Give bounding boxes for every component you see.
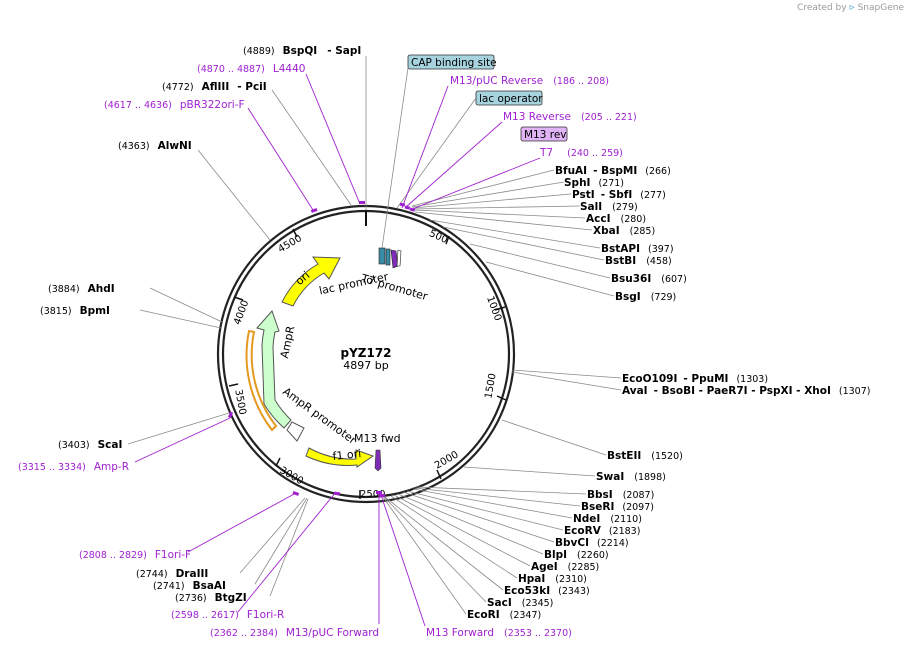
site-ndei: NdeI(2110) [573,513,642,525]
site-bsu36i: Bsu36I(607) [611,273,687,285]
site-ecorv: EcoRV(2183) [564,525,640,537]
site-bseri: BseRI(2097) [581,501,654,513]
primer-m13-puc-reverse: M13/pUC Reverse(186 .. 208) [450,75,609,87]
site-leader-lines [127,56,622,615]
primer-f1ori-r: (2598 .. 2617)F1ori-R [171,609,284,621]
ampr-promoter-arrow [286,421,305,442]
credit-prefix: Created by [797,2,847,13]
t7-promoter-label: T7 promoter [359,271,430,303]
ori-arrow [281,256,341,307]
site-bsteii: BstEII(1520) [607,450,683,462]
site-hpai: HpaI(2310) [518,573,587,585]
site-bstapi: BstAPI(397) [601,243,674,255]
site-bfuai: BfuAI- BspMI(266) [555,165,671,177]
site-ecori: EcoRI(2347) [467,609,541,621]
site-agei: AgeI(2285) [531,561,599,573]
primer-m13-forward: M13 Forward(2353 .. 2370) [426,627,572,639]
site-bsgi: BsgI(729) [615,291,676,303]
cap-binding-site-box [407,54,495,70]
tick-label-4000: 4000 [232,299,251,327]
site-ecoo109i: EcoO109I- PpuMI(1303) [622,373,768,385]
lac-operator-label: lac operator [479,93,543,105]
site-bbvci: BbvCI(2214) [555,537,629,549]
site-bspqi: (4889)BspQI- SapI [243,45,361,57]
cap-binding-site-label: CAP binding site [411,57,497,69]
m13-fwd-label: M13 fwd [354,432,401,445]
site-afliii: (4772)AflIII- PciI [162,81,267,93]
site-bstbi: BstBI(458) [605,255,672,267]
site-psti: PstI- SbfI(277) [572,189,666,201]
plasmid-size: 4897 bp [343,359,388,372]
site-draiii: (2744)DraIII [136,568,208,580]
ampr-label: AmpR [278,324,298,359]
primer-l4440: (4870 .. 4887)L4440 [197,63,305,75]
site-scai: (3403)ScaI [58,439,122,451]
tick-label-2000: 2000 [433,449,461,471]
site-sphi: SphI(271) [564,177,624,189]
tick-label-500: 500 [427,228,449,246]
primer-f1ori-f: (2808 .. 2829)F1ori-F [79,549,191,561]
tick-label-2500: 2500 [360,489,385,500]
cap-site-marker [378,247,386,265]
t7-promoter-marker [396,249,402,267]
site-eco53ki: Eco53kI(2343) [504,585,590,597]
f1-ori-arrow [305,447,375,468]
m13-rev-label: M13 rev [524,129,567,141]
tick-label-3000: 3000 [278,465,306,487]
m13-rev-box [520,126,568,142]
site-acci: AccI(280) [586,213,646,225]
site-alwni: (4363)AlwNI [118,140,192,152]
site-saci: SacI(2345) [487,597,553,609]
site-bbsi: BbsI(2087) [587,489,654,501]
lac-operator-marker [385,248,391,266]
primer-leader-lines [134,73,541,627]
created-by-credit: Created by ▹ SnapGene [797,2,904,13]
left-site-labels: (4889)BspQI- SapI (4772)AflIII- PciI (43… [40,45,361,604]
primer-t7: T7(240 .. 259) [539,147,623,159]
tick-label-1000: 1000 [484,295,503,323]
site-sali: SalI(279) [580,201,638,213]
snapgene-logo-icon: ▹ [849,2,855,13]
site-xbai: XbaI(285) [593,225,655,237]
tick-label-4500: 4500 [276,233,304,255]
primer-amp-r: (3315 .. 3334)Amp-R [18,461,129,473]
ampr-arrow [256,310,292,429]
f1-ori-label: f1 ori [332,447,362,463]
site-ahdi: (3884)AhdI [48,283,115,295]
credit-brand: SnapGene [857,2,904,13]
right-site-labels: BfuAI- BspMI(266) SphI(271) PstI- SbfI(2… [467,165,870,621]
site-blpi: BlpI(2260) [544,549,609,561]
primer-marks [228,201,416,497]
m13-fwd-marker [374,449,382,472]
ampr-primer-outline [245,329,278,432]
primer-labels: (4870 .. 4887)L4440 (4617 .. 4636)pBR322… [18,63,637,639]
primer-m13-puc-forward: (2362 .. 2384)M13/pUC Forward [210,627,379,639]
site-swai: SwaI(1898) [596,471,666,483]
primer-m13-reverse: M13 Reverse(205 .. 221) [503,111,637,123]
plasmid-name: pYZ172 [340,346,391,360]
tick-label-3500: 3500 [232,389,247,416]
site-avai: AvaI- BsoBI - PaeR7I - PspXI - XhoI(1307… [622,385,870,397]
primer-pbr322ori-f: (4617 .. 4636)pBR322ori-F [104,99,245,111]
ampr-promoter-label: AmpR promoter [280,385,359,447]
site-bpmi: (3815)BpmI [40,305,110,317]
site-btgzi: (2736)BtgZI [175,592,247,604]
scale-ticks [228,228,507,499]
tick-label-1500: 1500 [483,372,498,399]
site-bsaai: (2741)BsaAI [153,580,226,592]
